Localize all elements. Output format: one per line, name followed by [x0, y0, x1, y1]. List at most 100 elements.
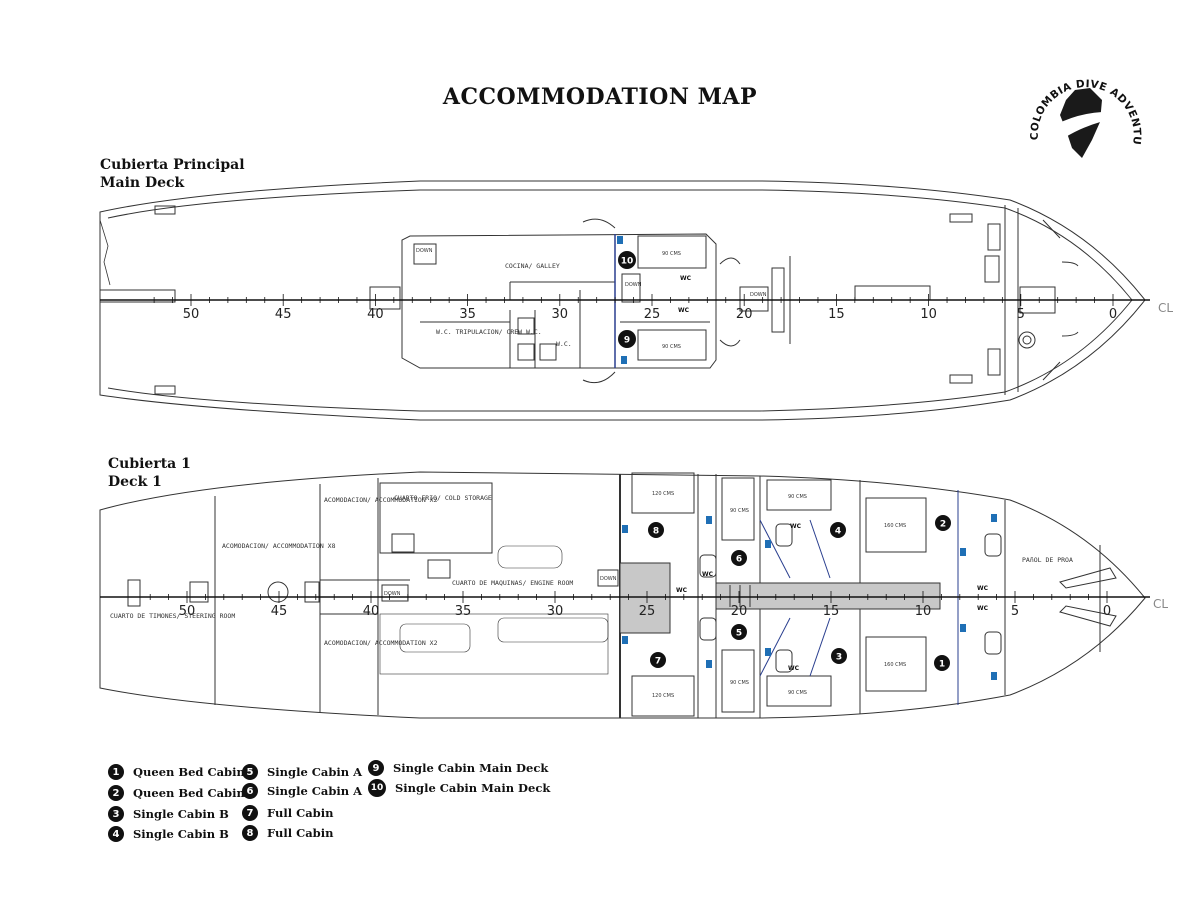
deck1-down-2: DOWN [384, 591, 401, 597]
sink-icon [622, 525, 628, 533]
steering-room-label: CUARTO DE TIMONES/ STEERING ROOM [110, 612, 235, 620]
legend-badge: 7 [242, 805, 258, 821]
svg-text:10: 10 [621, 257, 634, 267]
main-deck-sink-icon-top [617, 236, 623, 244]
deck1-frame-number: 45 [271, 604, 288, 619]
deck1-cl-label: CL [1153, 597, 1168, 611]
deck1-label-en: Deck 1 [108, 474, 162, 490]
legend-label: Full Cabin [267, 826, 334, 840]
sink-icon [706, 660, 712, 668]
main-deck-label-en: Main Deck [100, 175, 185, 191]
galley-label: COCINA/ GALLEY [505, 262, 560, 270]
main-deck-frame-number: 50 [183, 307, 200, 322]
deck1-down-1: DOWN [600, 576, 617, 582]
deck1-frame-number: 0 [1103, 604, 1111, 619]
bed-90-d-label: 90 CMS [788, 690, 807, 696]
deck1-shaded-corridor [715, 582, 941, 610]
deck1-frame-number: 50 [179, 604, 196, 619]
sink-icon [960, 548, 966, 556]
deck1-frame-number: 5 [1011, 604, 1019, 619]
engine-room-label: CUARTO DE MAQUINAS/ ENGINE ROOM [452, 579, 573, 587]
legend-label: Single Cabin A [267, 765, 363, 779]
svg-text:2: 2 [940, 520, 946, 530]
deck1-label: Cubierta 1 Deck 1 [108, 455, 191, 491]
deck1-badge-2: 2 [935, 515, 951, 531]
legend-badge: 2 [108, 785, 124, 801]
bed-90-b-label: 90 CMS [730, 680, 749, 686]
deck1-label-es: Cubierta 1 [108, 456, 191, 472]
main-deck-cl-label: CL [1158, 301, 1173, 315]
sink-icon [622, 636, 628, 644]
hammerhead-shark-colombia-map-icon [1050, 88, 1124, 158]
deck1-shaded-stair-well [619, 562, 671, 634]
legend-item: 5 Single Cabin A [242, 762, 362, 782]
legend-badge: 1 [108, 764, 124, 780]
deck1-frame-number: 10 [915, 604, 932, 619]
deck1-wc-3: WC [788, 665, 800, 672]
company-logo: COLOMBIA DIVE ADVENTURES [1020, 70, 1142, 158]
deck1-wc-8: WC [676, 587, 688, 594]
main-down-2: DOWN [750, 292, 767, 298]
svg-text:5: 5 [736, 629, 742, 639]
accommodation-x2-bottom-label: ACOMODACION/ ACCOMMODATION X2 [324, 639, 438, 647]
main-deck-label-es: Cubierta Principal [100, 157, 245, 173]
main-deck-frame-number: 10 [920, 307, 937, 322]
svg-text:7: 7 [655, 657, 661, 667]
main-cabin-wc-top: WC [680, 275, 692, 282]
sink-icon [765, 648, 771, 656]
deck1-wc-6: WC [702, 571, 714, 578]
main-down-3: DOWN [625, 282, 642, 288]
deck1-badge-7: 7 [650, 652, 666, 668]
svg-text:6: 6 [736, 555, 742, 565]
deck1-frame-number: 15 [823, 604, 840, 619]
deck1-cabin-badges: 8 6 4 2 7 5 3 1 [648, 515, 951, 671]
legend-label: Single Cabin Main Deck [393, 761, 549, 775]
deck1-sink-icons [622, 514, 997, 680]
main-wc-label: W.C. [556, 340, 572, 348]
accommodation-x8-label: ACOMODACION/ ACCOMMODATION X8 [222, 542, 336, 550]
crew-wc-label: W.C. TRIPULACION/ CREW W.C. [436, 328, 542, 336]
deck1-badge-4: 4 [830, 522, 846, 538]
main-bed-top-label: 90 CMS [662, 251, 681, 257]
deck1-badge-8: 8 [648, 522, 664, 538]
main-deck-badge-10: 10 [618, 251, 636, 269]
deck1-wc-1: WC [977, 605, 989, 612]
page-title: ACCOMMODATION MAP [442, 84, 758, 110]
main-deck-frame-number: 40 [367, 307, 384, 322]
sink-icon [706, 516, 712, 524]
deck1-frame-number: 25 [639, 604, 656, 619]
main-cabin-wc-bottom: WC [678, 307, 690, 314]
legend-badge: 5 [242, 764, 258, 780]
main-deck-label: Cubierta Principal Main Deck [100, 156, 245, 192]
legend-label: Single Cabin B [133, 827, 229, 841]
bed-160-top-label: 160 CMS [884, 523, 906, 529]
bed-120-top-label: 120 CMS [652, 491, 674, 497]
deck1-badge-5: 5 [731, 624, 747, 640]
legend-badge: 6 [242, 783, 258, 799]
deck1-frame-number: 40 [363, 604, 380, 619]
legend-badge: 4 [108, 826, 124, 842]
deck1-frame-number: 20 [731, 604, 748, 619]
sink-icon [991, 672, 997, 680]
main-deck-frame-number: 20 [736, 307, 753, 322]
main-down-1: DOWN [416, 248, 433, 254]
deck1-frame-number: 35 [455, 604, 472, 619]
sink-icon [765, 540, 771, 548]
sink-icon [991, 514, 997, 522]
deck1-hull [99, 471, 1146, 719]
accommodation-x2-top-label: ACOMODACION/ ACCOMMODATION X2 [324, 496, 438, 504]
main-deck-frame-number: 25 [644, 307, 661, 322]
bed-90-c-label: 90 CMS [788, 494, 807, 500]
legend-label: Single Cabin Main Deck [395, 781, 551, 795]
legend-label: Single Cabin A [267, 784, 363, 798]
legend-badge: 3 [108, 806, 124, 822]
